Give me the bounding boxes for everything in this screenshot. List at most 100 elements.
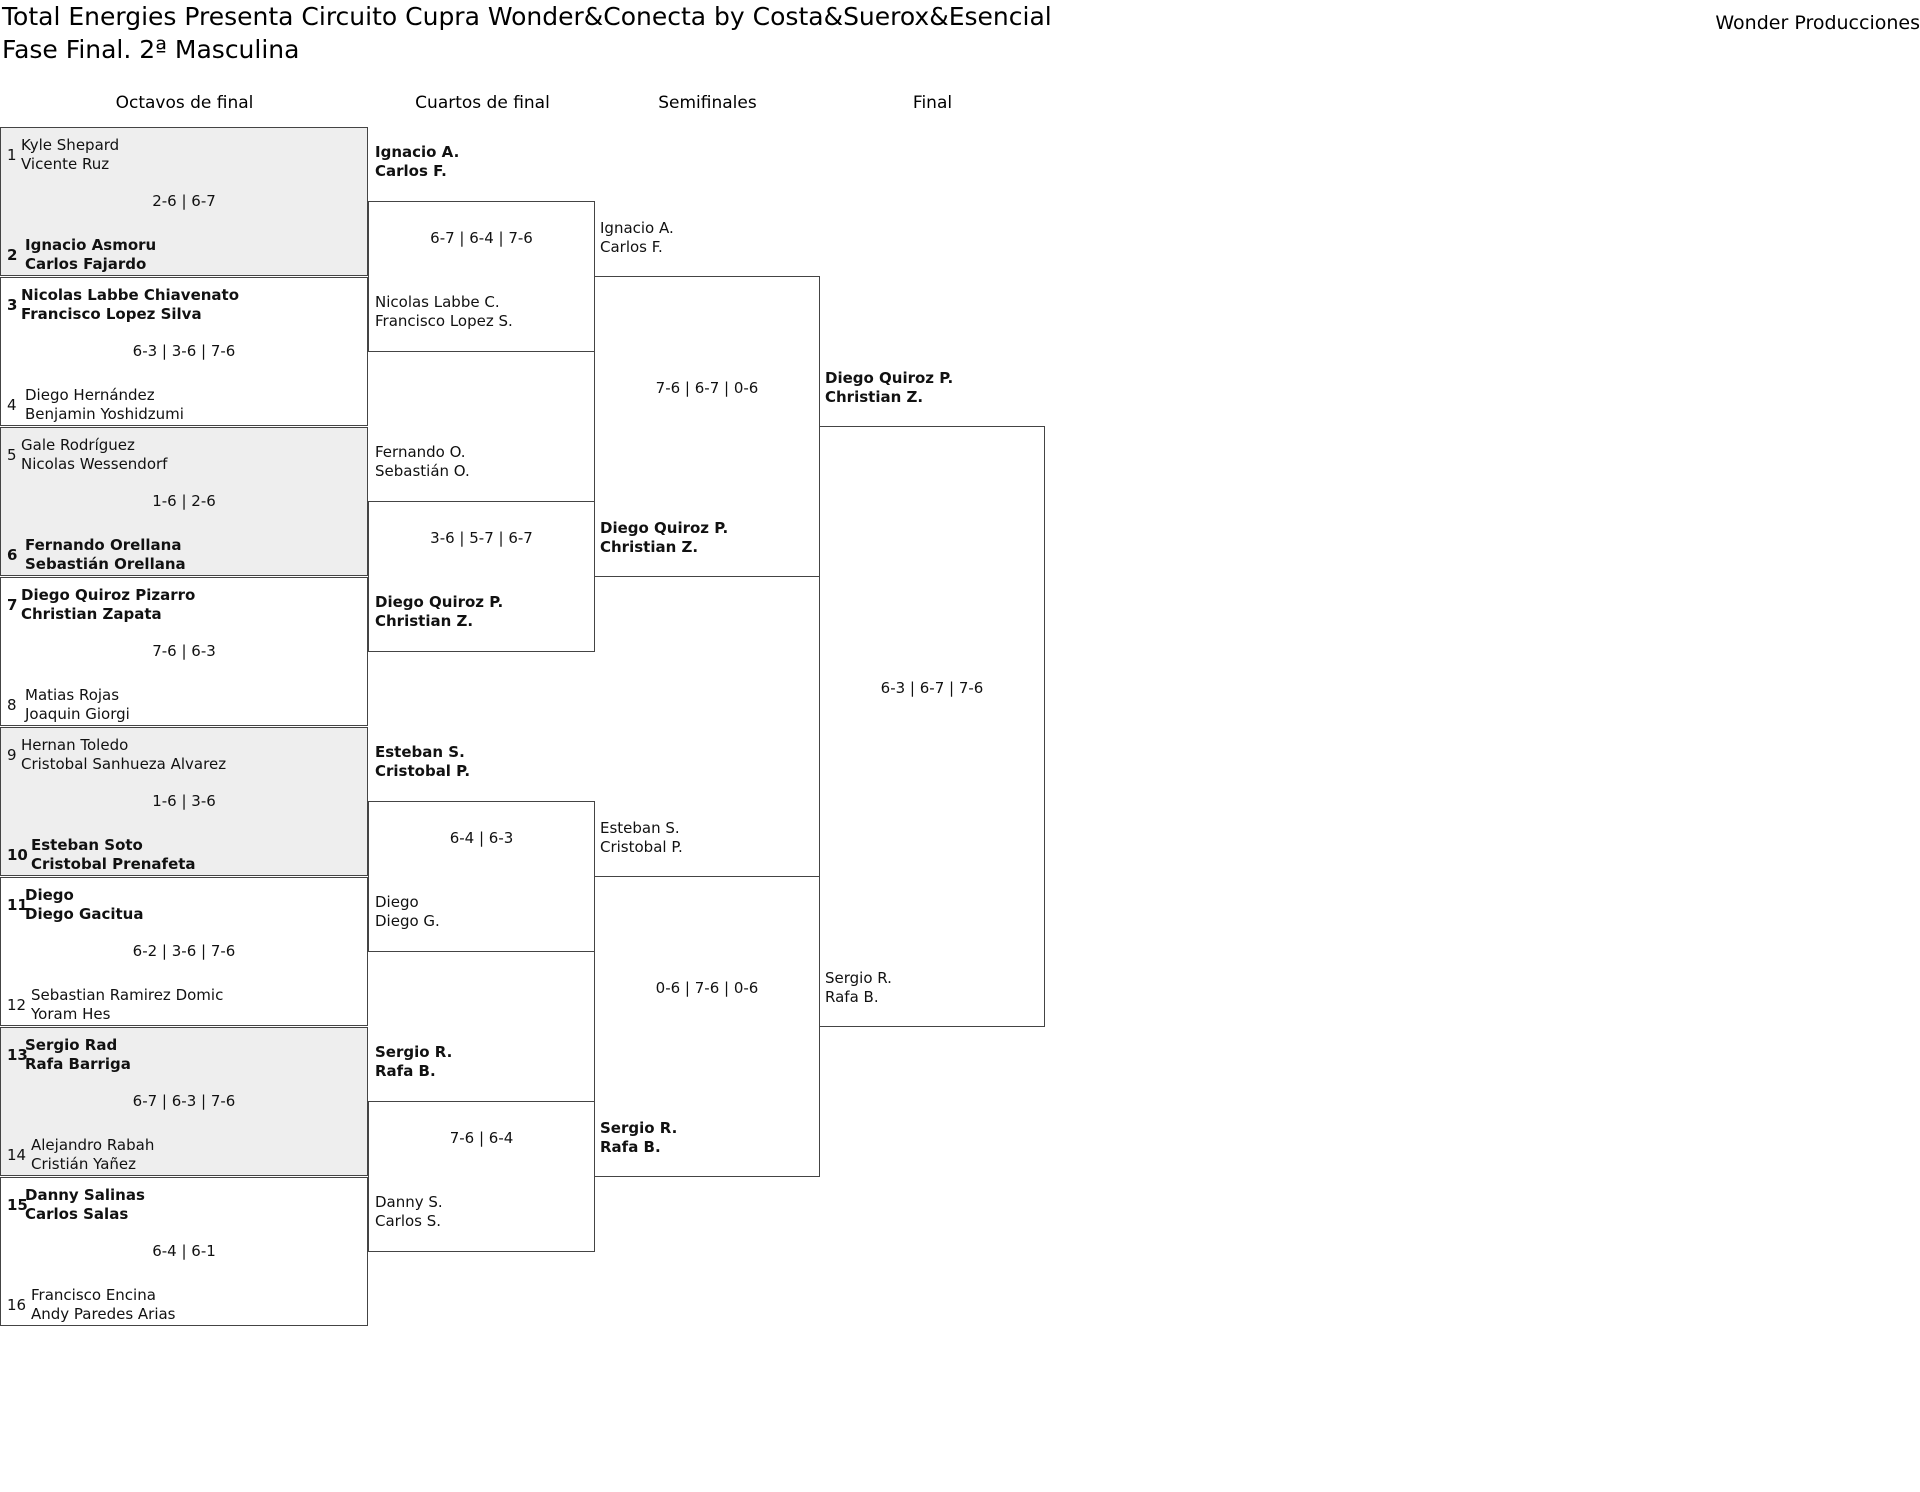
match-score: 6-2 | 3-6 | 7-6 [132,942,236,960]
player-name: Esteban Soto [31,836,143,854]
seed-number: 4 [7,396,17,414]
seed-number: 7 [7,596,18,614]
player-name: Sebastián Orellana [25,555,186,573]
player-name: Cristián Yañez [31,1155,137,1173]
seed-number: 3 [7,296,18,314]
cuartos-match-score: 7-6 | 6-4 [449,1129,514,1147]
semis-team-bottom: Diego Quiroz P.Christian Z. [600,519,728,557]
player-name: Nicolas Labbe C. [375,293,500,311]
round-header-octavos: Octavos de final [115,93,254,113]
final-team-top: Diego Quiroz P.Christian Z. [825,369,953,407]
player-name: Diego [25,886,74,904]
player-name: Sergio Rad [25,1036,118,1054]
player-name: Carlos F. [375,162,447,180]
player-name: Diego Hernández [25,386,155,404]
player-name: Diego Gacitua [25,905,144,923]
seed-number: 13 [7,1046,28,1064]
player-name: Francisco Lopez Silva [21,305,202,323]
player-name: Rafa B. [600,1138,661,1156]
seed-number: 15 [7,1196,28,1214]
round-header-semis: Semifinales [658,93,757,113]
match-score: 6-7 | 6-3 | 7-6 [132,1092,236,1110]
player-name: Hernan Toledo [21,736,129,754]
player-name: Diego Quiroz Pizarro [21,586,196,604]
page-title: Total Energies Presenta Circuito Cupra W… [2,0,1052,66]
cuartos-match-score: 3-6 | 5-7 | 6-7 [430,529,533,547]
player-name: Rafa B. [375,1062,436,1080]
player-name: Carlos Salas [25,1205,129,1223]
player-name: Danny Salinas [25,1186,145,1204]
seed-number: 8 [7,696,17,714]
player-name: Esteban S. [375,743,465,761]
player-name: Cristobal Prenafeta [31,855,196,873]
cuartos-match-score: 6-7 | 6-4 | 7-6 [430,229,533,247]
semis-match-score: 7-6 | 6-7 | 0-6 [655,379,759,397]
player-name: Christian Z. [825,388,924,406]
cuartos-team-bottom: Nicolas Labbe C.Francisco Lopez S. [375,293,513,331]
player-name: Rafa Barriga [25,1055,131,1073]
cuartos-team-top: Fernando O.Sebastián O. [375,443,470,481]
player-name: Cristobal Sanhueza Alvarez [21,755,227,773]
player-name: Vicente Ruz [21,155,110,173]
seed-number: 6 [7,546,18,564]
player-name: Sebastián O. [375,462,470,480]
final-match-score: 6-3 | 6-7 | 7-6 [880,679,984,697]
player-name: Carlos S. [375,1212,442,1230]
player-name: Carlos Fajardo [25,255,147,273]
seed-number: 2 [7,246,18,264]
player-name: Diego Quiroz P. [375,593,504,611]
player-name: Christian Z. [375,612,474,630]
player-name: Cristobal P. [600,838,683,856]
player-name: Nicolas Wessendorf [21,455,168,473]
seed-number: 16 [7,1296,27,1314]
semis-team-top: Esteban S.Cristobal P. [600,819,683,857]
semis-match-score: 0-6 | 7-6 | 0-6 [655,979,759,997]
player-name: Rafa B. [825,988,879,1006]
player-name: Danny S. [375,1193,443,1211]
player-name: Joaquin Giorgi [25,705,130,723]
cuartos-team-bottom: Diego Quiroz P.Christian Z. [375,593,503,631]
player-name: Diego Quiroz P. [825,369,954,387]
semis-team-top: Ignacio A.Carlos F. [600,219,674,257]
match-score: 6-4 | 6-1 [152,1242,216,1260]
player-name: Francisco Lopez S. [375,312,513,330]
player-name: Alejandro Rabah [31,1136,155,1154]
round-header-final: Final [912,93,953,113]
cuartos-team-bottom: Danny S.Carlos S. [375,1193,443,1231]
match-score: 6-3 | 3-6 | 7-6 [132,342,236,360]
match-score: 7-6 | 6-3 [152,642,216,660]
seed-number: 5 [7,446,17,464]
seed-number: 11 [7,896,28,914]
player-name: Ignacio A. [375,143,460,161]
